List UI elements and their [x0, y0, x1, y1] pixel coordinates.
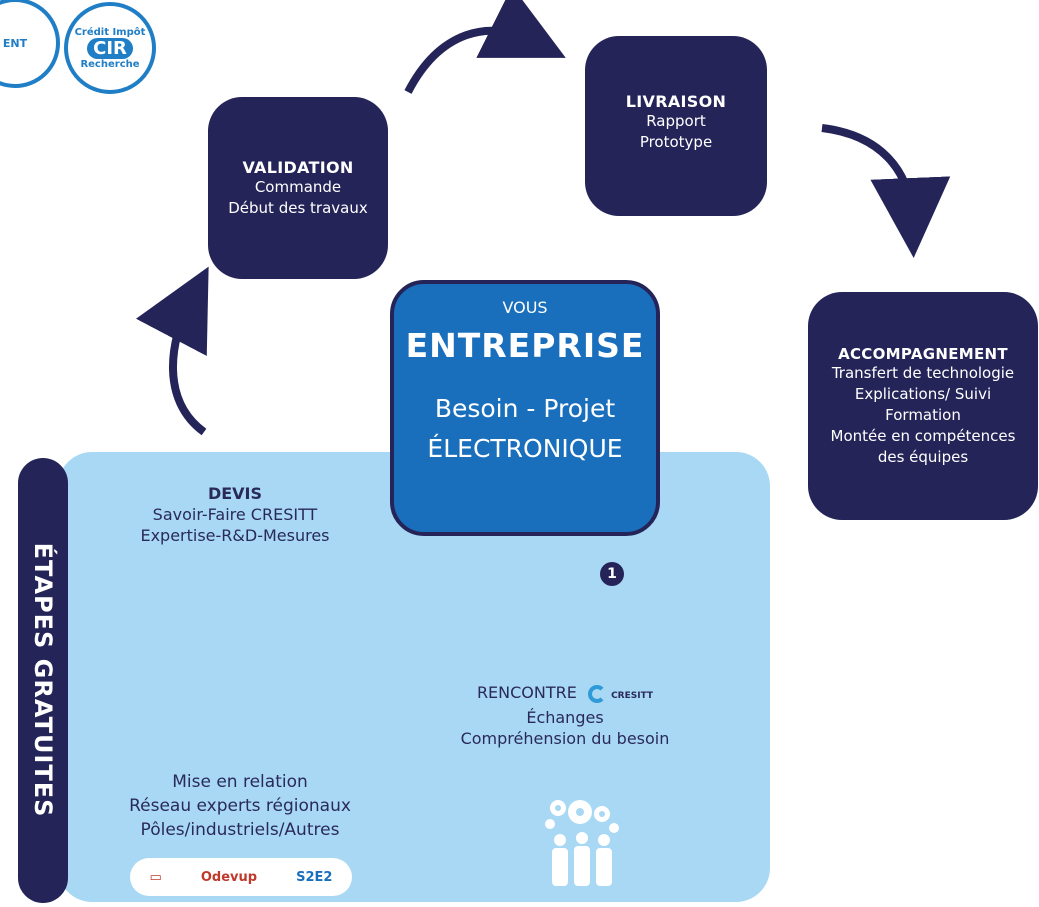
relation-block: Mise en relation Réseau experts régionau… [90, 770, 390, 842]
cresitt-logo-icon [587, 684, 606, 703]
arrow-to-validation [135, 266, 209, 436]
validation-title: VALIDATION [242, 157, 354, 177]
center-line-1: Besoin - Projet [434, 394, 616, 423]
accompagnement-line-2: Explications/ Suivi [854, 384, 992, 403]
center-line-2: ÉLECTRONIQUE [427, 434, 623, 463]
devis-line-2: Expertise-R&D-Mesures [140, 526, 330, 545]
free-steps-label: ÉTAPES GRATUITES [29, 542, 57, 818]
relation-line-2: Réseau experts régionaux [129, 796, 351, 816]
entreprise-box: VOUS ENTREPRISE Besoin - Projet ÉLECTRON… [390, 280, 660, 536]
accompagnement-box: ACCOMPAGNEMENT Transfert de technologie … [808, 292, 1038, 520]
devis-block: DEVIS Savoir-Faire CRESITT Expertise-R&D… [110, 483, 360, 546]
center-title: ENTREPRISE [405, 326, 645, 365]
accompagnement-line-4: Montée en compétences [830, 426, 1016, 445]
livraison-title: LIVRAISON [625, 92, 727, 111]
relation-line-1: Mise en relation [172, 772, 308, 792]
center-kicker: VOUS [502, 298, 548, 317]
badge-left-text: ENT [2, 36, 28, 50]
arrow-to-livraison [404, 0, 566, 94]
accompagnement-line-1: Transfert de technologie [831, 363, 1015, 382]
devis-line-1: Savoir-Faire CRESITT [152, 505, 318, 524]
accompagnement-line-5: des équipes [877, 447, 969, 466]
partner-devup: Odevup [200, 869, 258, 885]
rencontre-title: RENCONTRE [476, 683, 577, 702]
teamwork-gears-icon [545, 800, 619, 886]
validation-line-1: Commande [254, 177, 342, 196]
relation-line-3: Pôles/industriels/Autres [140, 820, 340, 840]
free-steps-band: ÉTAPES GRATUITES [18, 458, 68, 903]
cir-arc-top: Crédit Impôt [74, 26, 146, 38]
livraison-line-1: Rapport [646, 112, 706, 130]
step-number: 1 [607, 566, 617, 582]
validation-line-2: Début des travaux [228, 198, 368, 217]
livraison-box: LIVRAISON Rapport Prototype [585, 36, 767, 216]
cresitt-logo-text: CRESITT [611, 691, 654, 701]
cir-arc-bottom: Recherche [80, 58, 140, 70]
region-logo-icon: ▭ [149, 869, 162, 885]
cir-code: CIR [87, 37, 133, 59]
livraison-line-2: Prototype [639, 133, 713, 151]
devis-title: DEVIS [207, 484, 263, 503]
accompagnement-title: ACCOMPAGNEMENT [838, 344, 1008, 363]
arrow-to-accompagnement [821, 124, 951, 258]
rencontre-line-2: Compréhension du besoin [460, 729, 670, 748]
step-number-badge: 1 [600, 562, 624, 586]
accompagnement-line-3: Formation [885, 405, 961, 424]
partner-s2e2: S2E2 [296, 869, 333, 885]
cir-badge: Crédit Impôt CIR Recherche [64, 2, 156, 94]
validation-box: VALIDATION Commande Début des travaux [208, 97, 388, 279]
rencontre-block: RENCONTRE CRESITT Échanges Compréhension… [430, 682, 700, 749]
credit-impot-innovation-badge: ENT [0, 0, 60, 88]
rencontre-line-1: Échanges [526, 708, 604, 727]
partner-logos: ▭ Odevup S2E2 [130, 858, 352, 896]
